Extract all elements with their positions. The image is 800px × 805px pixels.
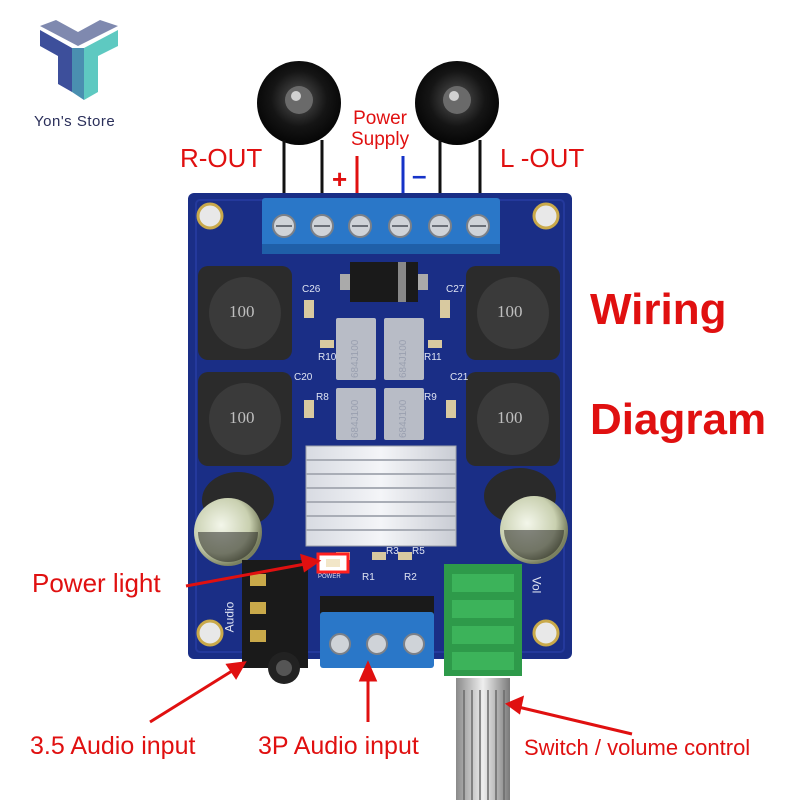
r-out-label: R-OUT	[180, 143, 263, 173]
silk-r11: R11	[424, 352, 442, 363]
capacitors	[194, 468, 568, 566]
audio-jack-35mm	[242, 560, 308, 684]
silk-power: POWER	[318, 574, 341, 580]
switch-volume-label: Switch / volume control	[524, 735, 751, 760]
volume-potentiometer	[444, 564, 522, 800]
title-wiring: Wiring	[590, 285, 727, 334]
heatsink	[305, 445, 457, 547]
audio-35-label: 3.5 Audio input	[30, 732, 196, 760]
silk-c27: C27	[446, 284, 465, 295]
inductors	[198, 266, 560, 466]
power-led	[316, 552, 350, 574]
silk-vol: Vol	[529, 576, 544, 594]
silk-r2: R2	[404, 572, 417, 583]
right-speaker	[257, 61, 341, 145]
silk-r3: R3	[386, 546, 399, 557]
negative-sign: –	[412, 160, 427, 190]
diode	[340, 262, 428, 302]
silk-r10: R10	[318, 352, 337, 363]
output-terminal-block	[262, 198, 500, 254]
inductor-marking: 100	[497, 408, 523, 427]
positive-sign: +	[332, 164, 348, 194]
silk-r9: R9	[424, 392, 437, 403]
power-light-label: Power light	[32, 568, 161, 598]
silk-c21: C21	[450, 372, 469, 383]
silk-r5: R5	[412, 546, 425, 557]
audio-3p-label: 3P Audio input	[258, 732, 419, 760]
inductor-marking: 100	[229, 302, 255, 321]
silk-c20: C20	[294, 372, 313, 383]
silk-c26: C26	[302, 284, 321, 295]
resistor-marking: 684J100	[350, 399, 361, 438]
resistor-marking: 684J100	[398, 399, 409, 438]
title-diagram: Diagram	[590, 395, 767, 444]
input-terminal-3p	[320, 596, 434, 668]
resistor-marking: 684J100	[350, 339, 361, 378]
store-logo	[40, 20, 118, 100]
left-speaker	[415, 61, 499, 145]
resistor-packs	[336, 318, 424, 440]
silk-r8: R8	[316, 392, 329, 403]
silk-audio: Audio	[222, 601, 237, 633]
l-out-label: L -OUT	[500, 143, 585, 173]
store-name: Yon's Store	[34, 113, 116, 130]
inductor-marking: 100	[497, 302, 523, 321]
pointer-arrows	[149, 553, 633, 736]
power-supply-label: Power Supply	[351, 108, 409, 150]
inductor-marking: 100	[229, 408, 255, 427]
resistor-marking: 684J100	[398, 339, 409, 378]
power-supply-line2: Supply	[351, 129, 410, 150]
power-supply-line1: Power	[353, 108, 407, 129]
silk-r1: R1	[362, 572, 375, 583]
